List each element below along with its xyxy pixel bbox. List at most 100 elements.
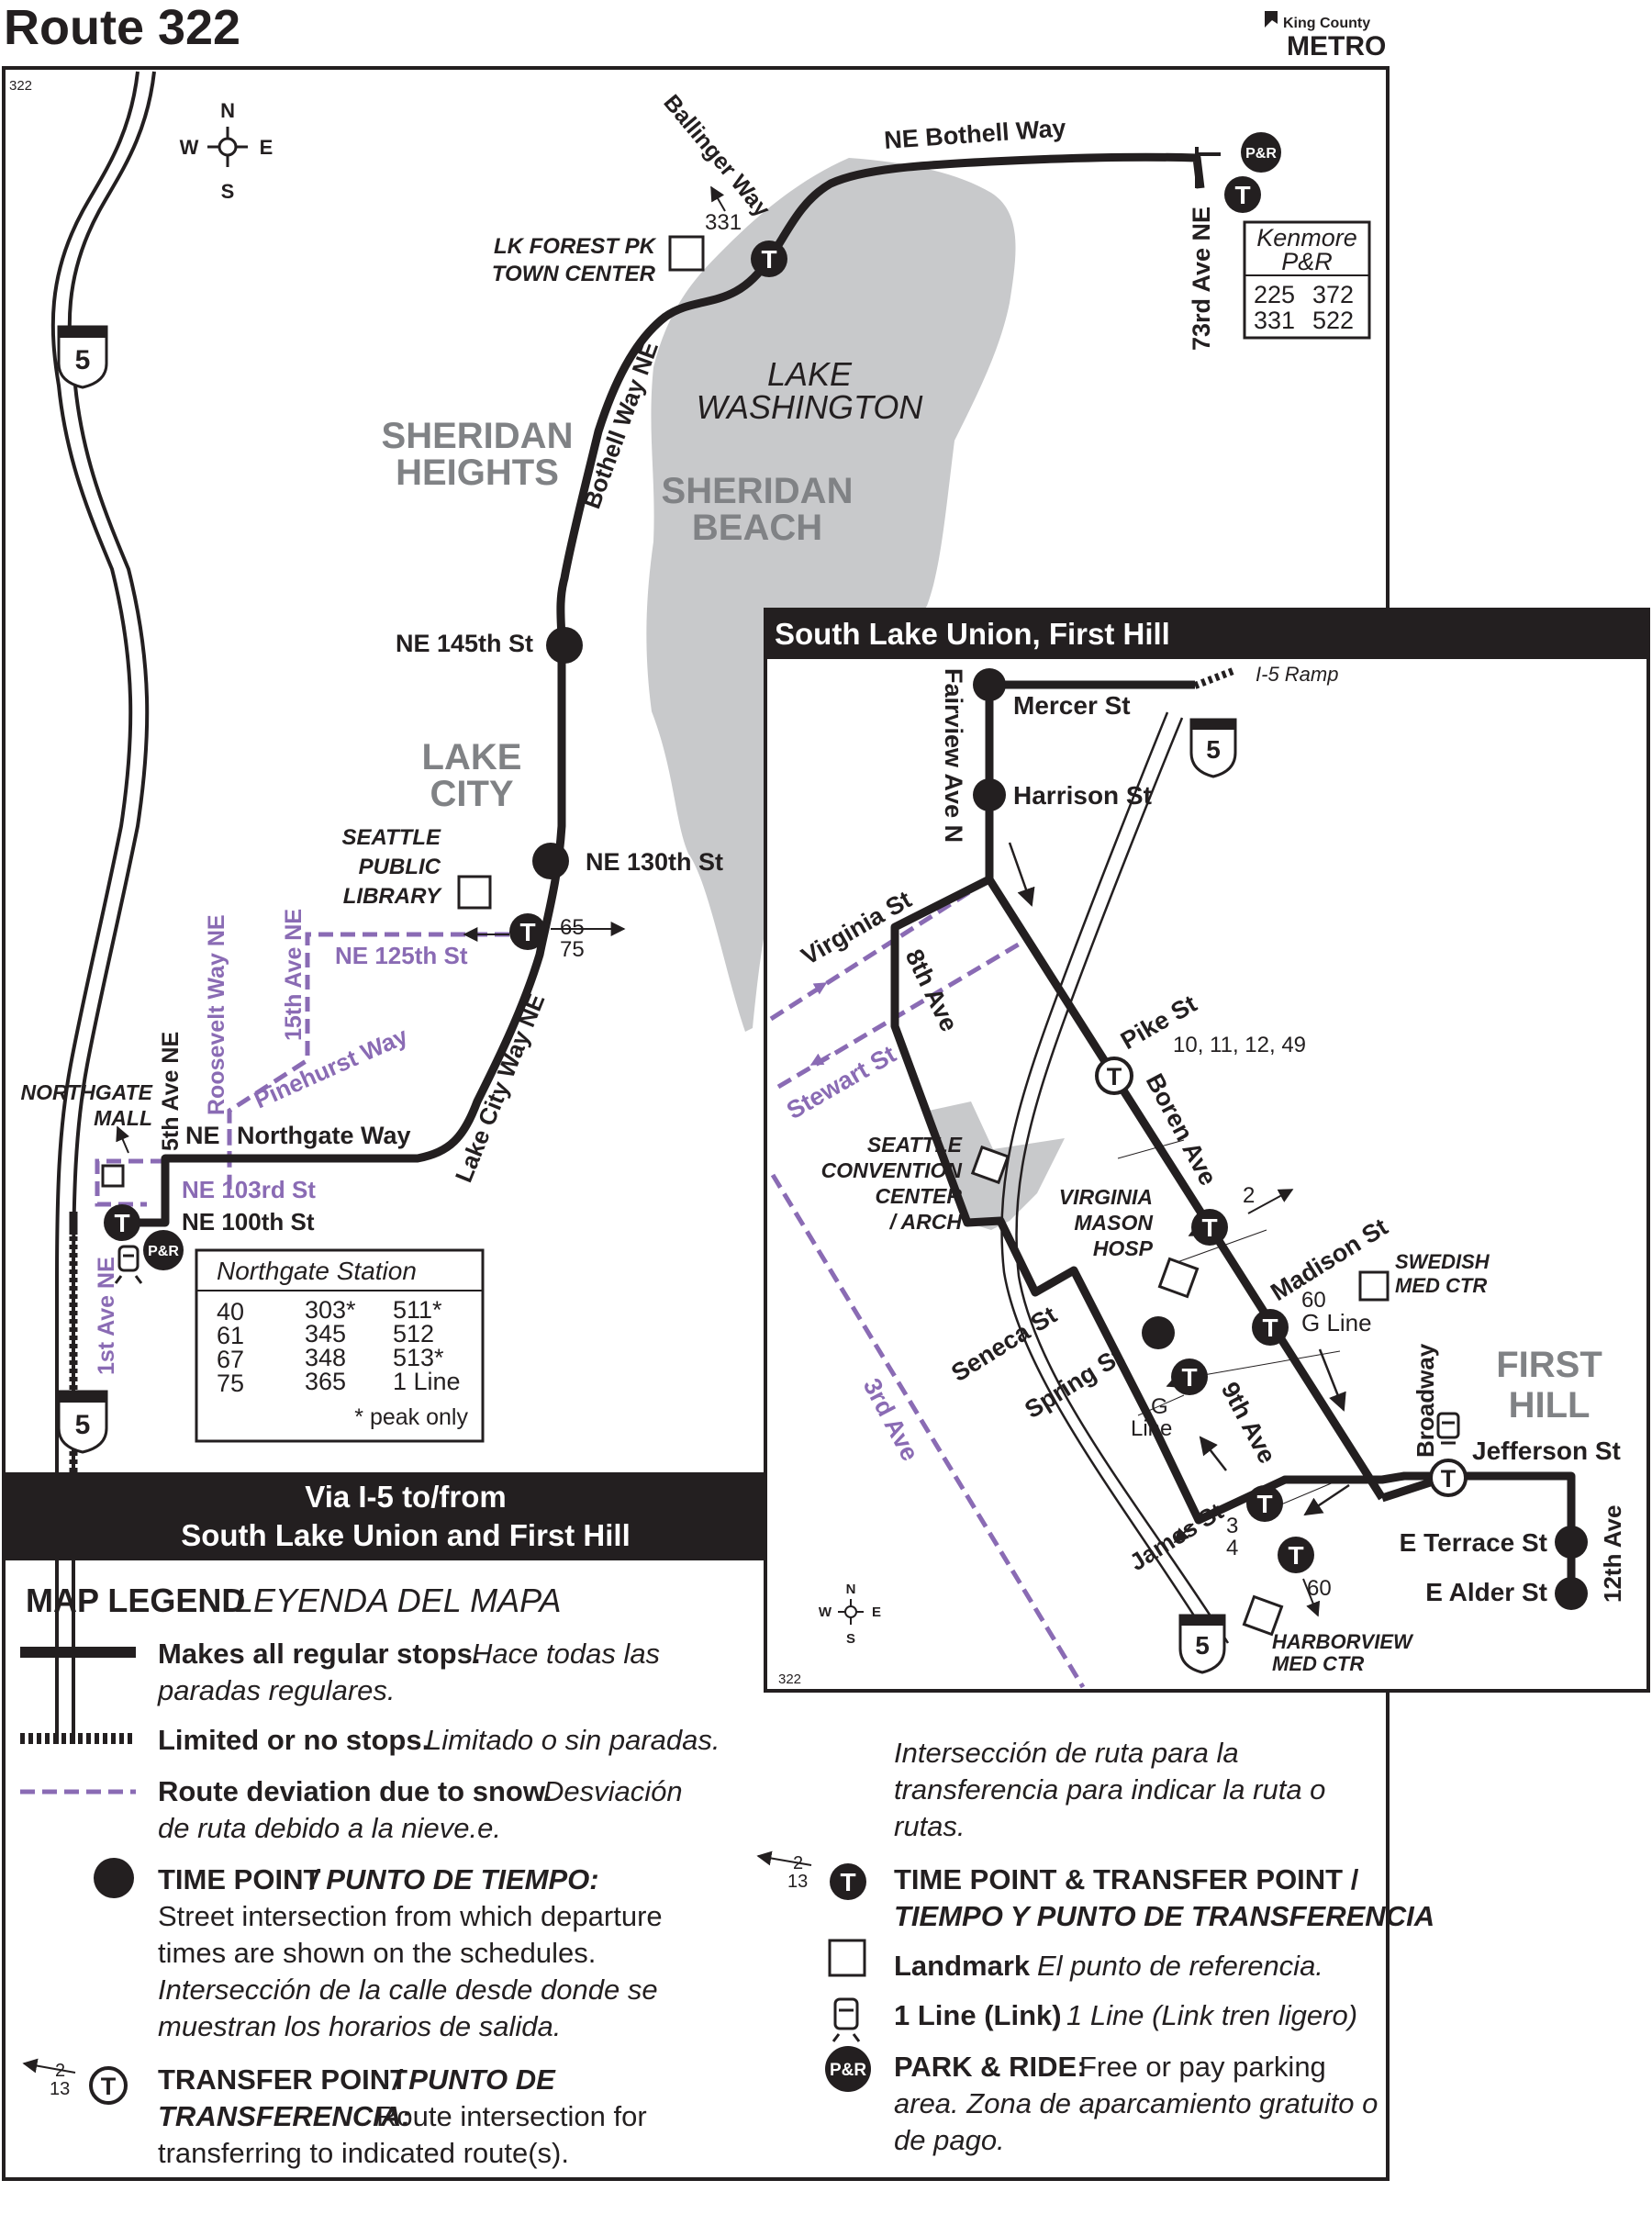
library-label-2: PUBLIC bbox=[359, 855, 441, 879]
pike-routes-label: 10, 11, 12, 49 bbox=[1173, 1033, 1306, 1057]
ne-125th-label: NE 125th St bbox=[335, 942, 468, 969]
crown-icon bbox=[1265, 11, 1278, 28]
legend-time-point-icon bbox=[94, 1858, 134, 1898]
route-331-label: 331 bbox=[705, 210, 742, 235]
time-point-harrison bbox=[973, 778, 1006, 811]
svg-text:METRO: METRO bbox=[1287, 31, 1386, 61]
inset-interstate-shield-south: 5 bbox=[1178, 1614, 1226, 1674]
svg-text:transferring to indicated rout: transferring to indicated route(s). bbox=[158, 2137, 569, 2169]
svg-text:67: 67 bbox=[217, 1346, 244, 1373]
svg-text:muestran los horarios de salid: muestran los horarios de salida. bbox=[158, 2010, 561, 2042]
svg-text:Street intersection from which: Street intersection from which departure bbox=[158, 1900, 663, 1932]
swedish-label-2: MED CTR bbox=[1395, 1274, 1487, 1297]
jefferson-label: Jefferson St bbox=[1472, 1437, 1621, 1465]
harborview-label-2: MED CTR bbox=[1272, 1652, 1364, 1675]
svg-text:times are shown on the schedul: times are shown on the schedules. bbox=[158, 1937, 596, 1969]
transfer-point-northgate bbox=[104, 1204, 140, 1241]
svg-text:5: 5 bbox=[1206, 735, 1221, 764]
svg-text:Intersección de la calle desde: Intersección de la calle desde donde se bbox=[158, 1973, 658, 2006]
ballinger-way-label: Ballinger Way bbox=[658, 90, 775, 222]
svg-text:5: 5 bbox=[1195, 1631, 1210, 1660]
landmark-virginia-mason bbox=[1157, 1257, 1200, 1299]
time-point-alder bbox=[1555, 1577, 1588, 1610]
svg-text:E: E bbox=[260, 136, 273, 159]
svg-text:513*: 513* bbox=[393, 1344, 444, 1371]
svg-text:348: 348 bbox=[305, 1344, 346, 1371]
lake-washington bbox=[646, 158, 1016, 1032]
legend-title: MAP LEGEND bbox=[26, 1582, 245, 1619]
kenmore-pr-box: Kenmore P&R 225 372 331 522 bbox=[1243, 220, 1371, 340]
james-routes-label-1: 3 bbox=[1226, 1514, 1238, 1538]
svg-text:* peak only: * peak only bbox=[354, 1404, 468, 1430]
landmark-northgate-mall bbox=[101, 1164, 125, 1188]
sheridan-heights-label-2: HEIGHTS bbox=[396, 453, 559, 493]
svg-text:TRANSFERENCIA:: TRANSFERENCIA: bbox=[158, 2100, 411, 2132]
ne-bothell-way-label: NE Bothell Way bbox=[883, 114, 1066, 154]
inset-interstate-shield-north: 5 bbox=[1189, 718, 1237, 778]
landmark-convention-center bbox=[970, 1145, 1010, 1185]
route-322-line bbox=[124, 152, 1205, 1227]
svg-text:Kenmore: Kenmore bbox=[1256, 224, 1357, 252]
svg-text:Desviación: Desviación bbox=[543, 1775, 683, 1807]
james-routes-label-2: 4 bbox=[1226, 1536, 1238, 1560]
svg-text:P&R: P&R bbox=[148, 1244, 179, 1259]
ne-100th-label: NE 100th St bbox=[182, 1208, 315, 1235]
svg-text:TIME POINT: TIME POINT bbox=[158, 1863, 320, 1895]
pinehurst-way-label: Pinehurst Way bbox=[250, 1022, 412, 1114]
legend-tp-transfer-icon bbox=[830, 1863, 866, 1900]
fairview-label: Fairview Ave N bbox=[940, 668, 967, 843]
lake-city-label-1: LAKE bbox=[422, 737, 522, 777]
terrace-label: E Terrace St bbox=[1400, 1528, 1547, 1557]
lake-washington-label-2: WASHINGTON bbox=[697, 388, 924, 426]
park-and-ride-northgate-icon: P&R bbox=[143, 1230, 184, 1270]
library-label-3: LIBRARY bbox=[343, 884, 442, 909]
harborview-label-1: HARBORVIEW bbox=[1272, 1630, 1414, 1653]
svg-text:Limited or no stops.: Limited or no stops. bbox=[158, 1724, 430, 1756]
ne-145th-label: NE 145th St bbox=[396, 630, 533, 657]
svg-text:South Lake Union and First Hil: South Lake Union and First Hill bbox=[181, 1518, 631, 1552]
svg-text:Northgate Station: Northgate Station bbox=[217, 1257, 417, 1285]
lake-city-label-2: CITY bbox=[430, 774, 513, 814]
svg-text:Via I-5 to/from: Via I-5 to/from bbox=[305, 1480, 506, 1514]
g-line-label-2: Line bbox=[1131, 1416, 1172, 1441]
svg-text:40: 40 bbox=[217, 1298, 244, 1325]
lfp-label-2: TOWN CENTER bbox=[492, 262, 656, 286]
svg-text:Hace todas las: Hace todas las bbox=[472, 1638, 660, 1670]
broadway-label: Broadway bbox=[1412, 1343, 1439, 1458]
svg-text:E: E bbox=[872, 1604, 881, 1620]
route-2-label: 2 bbox=[1243, 1183, 1255, 1208]
swedish-label-1: SWEDISH bbox=[1395, 1250, 1490, 1273]
light-rail-train-icon bbox=[1436, 1412, 1460, 1445]
svg-text:345: 345 bbox=[305, 1320, 346, 1347]
madison-routes-label-2: G Line bbox=[1301, 1309, 1372, 1336]
northgate-way-label: Northgate Way bbox=[237, 1122, 411, 1149]
lake-city-way-label: Lake City Way NE bbox=[450, 990, 551, 1186]
landmark-lake-forest-park bbox=[668, 235, 705, 272]
i5-ramp-label: I-5 Ramp bbox=[1256, 663, 1338, 686]
sheridan-heights-label-1: SHERIDAN bbox=[382, 416, 574, 456]
legend-light-rail-icon bbox=[832, 1997, 861, 2042]
svg-text:1 Line (Link tren ligero): 1 Line (Link tren ligero) bbox=[1066, 1999, 1357, 2031]
svg-text:511*: 511* bbox=[393, 1296, 442, 1324]
transfer-point-madison bbox=[1252, 1309, 1289, 1346]
first-hill-label-1: FIRST bbox=[1496, 1345, 1602, 1385]
transfer-point-james bbox=[1278, 1537, 1314, 1573]
svg-text:King County: King County bbox=[1283, 16, 1370, 31]
1st-ave-label: 1st Ave NE bbox=[94, 1257, 119, 1375]
svg-text:TIME POINT & TRANSFER POINT /: TIME POINT & TRANSFER POINT / bbox=[894, 1863, 1359, 1895]
interstate-shield-south: 5 bbox=[57, 1390, 108, 1454]
svg-text:Route intersection for: Route intersection for bbox=[376, 2100, 647, 2132]
svg-text:512: 512 bbox=[393, 1320, 434, 1347]
svg-text:TIEMPO Y PUNTO DE TRANSFERENCI: TIEMPO Y PUNTO DE TRANSFERENCIA bbox=[894, 1900, 1434, 1932]
15th-ave-label: 15th Ave NE bbox=[281, 909, 307, 1041]
transfer-point-ballinger bbox=[751, 240, 787, 277]
roosevelt-way-label: Roosevelt Way NE bbox=[204, 914, 229, 1115]
transfer-point-spring bbox=[1171, 1358, 1208, 1395]
svg-text:13: 13 bbox=[50, 2079, 70, 2099]
interstate-5-highway bbox=[50, 71, 156, 1744]
svg-text:372: 372 bbox=[1312, 281, 1354, 308]
svg-text:522: 522 bbox=[1312, 307, 1354, 334]
svg-text:/ PUNTO DE TIEMPO:: / PUNTO DE TIEMPO: bbox=[308, 1863, 599, 1895]
landmark-harborview bbox=[1242, 1594, 1284, 1637]
madison-routes-label-1: 60 bbox=[1301, 1288, 1326, 1313]
